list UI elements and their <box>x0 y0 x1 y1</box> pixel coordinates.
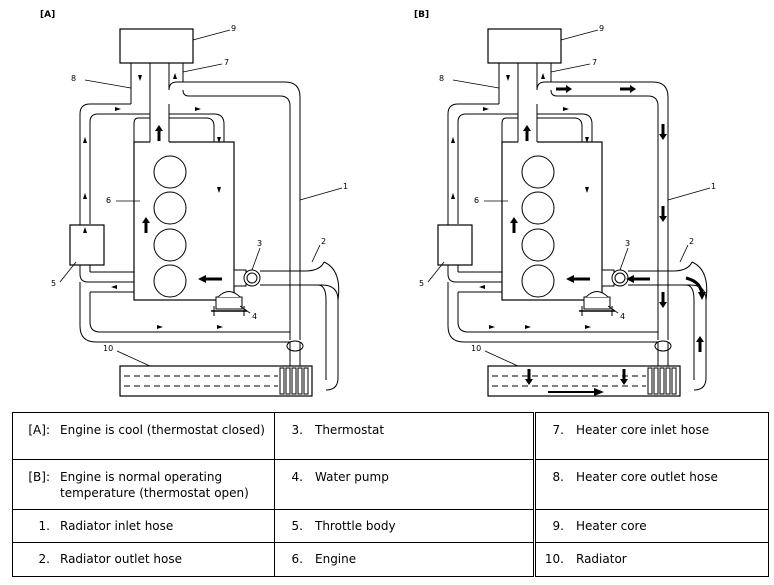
callout-5: 5 <box>419 279 424 288</box>
legend-table: [A]: Engine is cool (thermostat closed) 3… <box>12 412 769 577</box>
callout-4: 4 <box>252 312 257 321</box>
legend-text: Engine is normal operating temperature (… <box>60 470 249 500</box>
legend-row: 2. Radiator outlet hose 6. Engine 10. Radia… <box>12 542 769 577</box>
callout-8: 8 <box>439 74 444 83</box>
panel-b-callouts: 9 7 8 1 2 3 4 5 6 10 <box>419 24 716 353</box>
callout-9: 9 <box>599 24 604 33</box>
legend-cell: [B]: Engine is normal operating temperatu… <box>12 459 275 510</box>
callout-2: 2 <box>689 237 694 246</box>
legend-row: 1. Radiator inlet hose 5. Throttle body 9.… <box>12 509 769 543</box>
legend-text: Heater core outlet hose <box>576 470 718 484</box>
legend-text: Heater core <box>576 519 647 533</box>
legend-cell: 10. Radiator <box>533 542 769 577</box>
legend-key: 4. <box>291 470 303 484</box>
legend-cell: 9. Heater core <box>533 509 769 543</box>
panel-a-callouts: 9 7 8 1 2 3 4 5 6 10 <box>51 24 348 353</box>
callout-10: 10 <box>471 344 481 353</box>
legend-text: Heater core inlet hose <box>576 423 710 437</box>
legend-text: Throttle body <box>315 519 396 533</box>
legend-cell: 7. Heater core inlet hose <box>533 412 769 460</box>
callout-5: 5 <box>51 279 56 288</box>
legend-key: 3. <box>291 423 303 437</box>
legend-cell: 4. Water pump <box>274 459 535 510</box>
cooling-system-diagram: [A] [B] <box>40 10 716 397</box>
legend-text: Radiator <box>576 552 627 566</box>
legend-key: 7. <box>552 423 564 437</box>
legend-cell: 8. Heater core outlet hose <box>533 459 769 510</box>
legend-key: [A]: <box>28 423 50 437</box>
legend-key: [B]: <box>28 470 50 484</box>
legend-cell: 6. Engine <box>274 542 535 577</box>
legend-cell: 2. Radiator outlet hose <box>12 542 275 577</box>
legend-text: Thermostat <box>315 423 385 437</box>
callout-7: 7 <box>592 58 597 67</box>
legend-key: 8. <box>552 470 564 484</box>
legend-cell: 3. Thermostat <box>274 412 535 460</box>
callout-1: 1 <box>343 182 348 191</box>
callout-7: 7 <box>224 58 229 67</box>
panel-b: [B] <box>414 10 711 397</box>
legend-text: Radiator inlet hose <box>60 519 174 533</box>
legend-key: 2. <box>38 552 50 566</box>
legend-key: 10. <box>544 552 564 566</box>
panel-a: [A] <box>40 10 343 397</box>
callout-4: 4 <box>620 312 625 321</box>
legend-text: Water pump <box>315 470 389 484</box>
legend-cell: 5. Throttle body <box>274 509 535 543</box>
legend-key: 1. <box>38 519 50 533</box>
legend-cell: [A]: Engine is cool (thermostat closed) <box>12 412 275 460</box>
legend-key: 9. <box>552 519 564 533</box>
panel-a-tag: [A] <box>40 10 55 20</box>
callout-8: 8 <box>71 74 76 83</box>
legend-text: Radiator outlet hose <box>60 552 182 566</box>
legend-text: Engine is cool (thermostat closed) <box>60 423 265 437</box>
callout-6: 6 <box>474 196 479 205</box>
legend-key: 6. <box>291 552 303 566</box>
callout-3: 3 <box>257 239 262 248</box>
callout-1: 1 <box>711 182 716 191</box>
callout-2: 2 <box>321 237 326 246</box>
callout-9: 9 <box>231 24 236 33</box>
legend-text: Engine <box>315 552 357 566</box>
legend-row: [A]: Engine is cool (thermostat closed) 3… <box>12 412 769 460</box>
legend-cell: 1. Radiator inlet hose <box>12 509 275 543</box>
panel-b-tag: [B] <box>414 10 429 20</box>
legend-key: 5. <box>291 519 303 533</box>
legend-row: [B]: Engine is normal operating temperatu… <box>12 459 769 510</box>
callout-10: 10 <box>103 344 113 353</box>
callout-3: 3 <box>625 239 630 248</box>
callout-6: 6 <box>106 196 111 205</box>
